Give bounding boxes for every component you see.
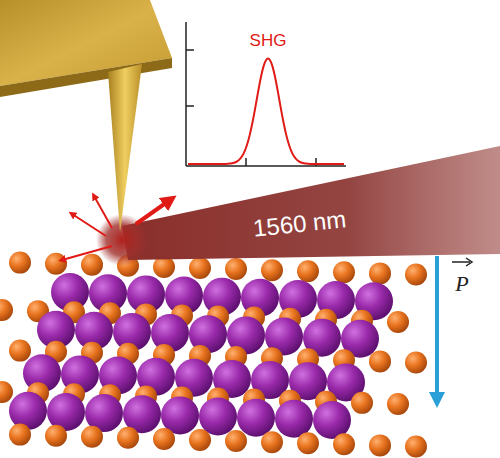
emission-arrow [94,196,112,228]
small-atom [369,434,391,456]
small-atom [189,429,211,451]
crystal-lattice [0,252,427,458]
small-atom [297,260,319,282]
small-atom [333,433,355,455]
polarization-label: P [455,273,468,295]
peak-label: SHG [250,32,287,49]
small-atom [225,258,247,280]
large-atom [199,398,237,436]
large-atom [9,392,47,430]
vector-arrow [452,261,470,263]
small-atom [9,340,31,362]
afm-tip [108,64,142,232]
small-atom [81,254,103,276]
small-atom [261,259,283,281]
emission-arrow [72,214,106,236]
small-atom [387,311,409,333]
small-atom [9,252,31,274]
small-atom [153,428,175,450]
small-atom [189,257,211,279]
small-atom [117,427,139,449]
small-atom [369,262,391,284]
large-atom [237,399,275,437]
small-atom [333,261,355,283]
small-atom [369,350,391,372]
cantilever-edge [0,58,172,97]
small-atom [261,431,283,453]
small-atom [9,424,31,446]
small-atom [405,435,427,457]
small-atom [0,299,13,321]
vector-arrow-head [466,258,472,266]
shg-peak [188,59,344,164]
small-atom [387,393,409,415]
emission-arrow [62,246,112,260]
large-atom [313,401,351,439]
spectrum-plot [186,22,346,166]
small-atom [45,425,67,447]
small-atom [81,426,103,448]
small-atom [351,392,373,414]
small-atom [225,430,247,452]
small-atom [297,432,319,454]
small-atom [45,253,67,275]
small-atom [405,351,427,373]
small-atom [405,263,427,285]
small-atom [0,381,13,403]
large-atom [275,400,313,438]
polarization-arrow [435,256,439,400]
emission-arrow [136,200,170,224]
